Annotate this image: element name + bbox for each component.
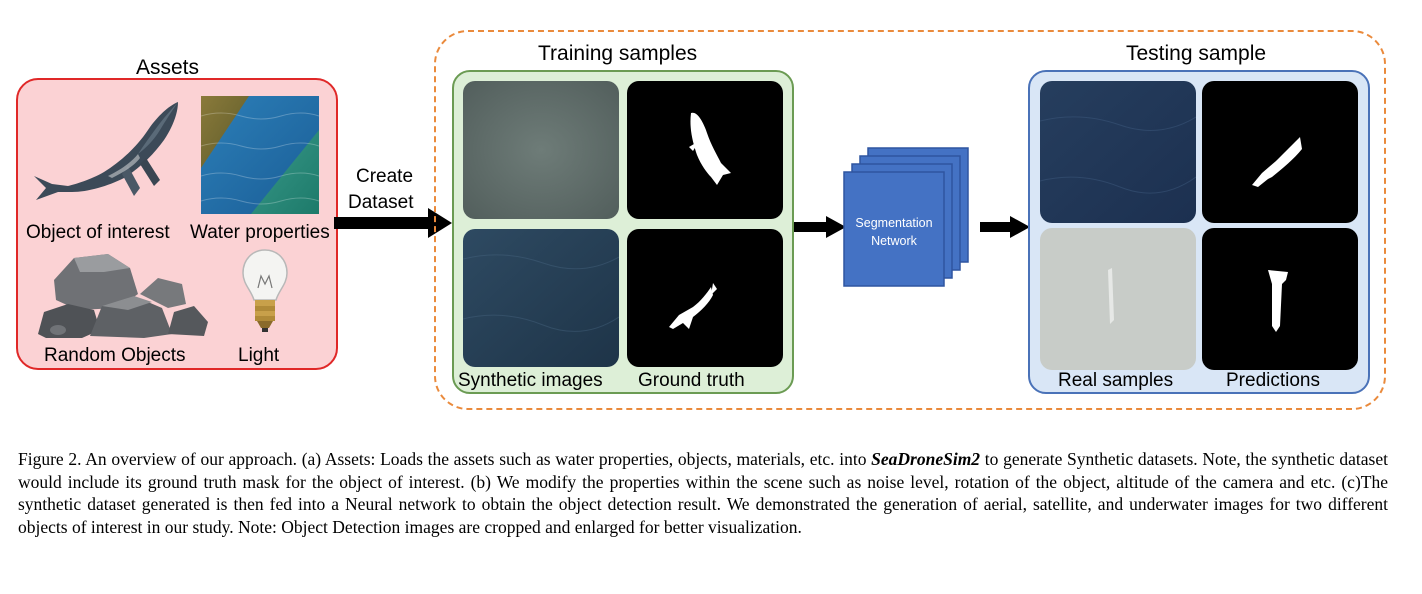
- testing-title: Testing sample: [1126, 42, 1267, 65]
- network-label-1: Segmentation: [855, 216, 933, 230]
- water-properties-image: [201, 96, 319, 214]
- to-network-arrow: [794, 216, 846, 238]
- figure-caption: Figure 2. An overview of our approach. (…: [18, 448, 1388, 538]
- water-properties-label: Water properties: [190, 222, 330, 243]
- prediction-2: [1202, 228, 1358, 370]
- whale-image: [34, 102, 178, 200]
- random-objects-label: Random Objects: [44, 345, 186, 366]
- object-of-interest-label: Object of interest: [26, 222, 170, 243]
- synthetic-image-2: [463, 229, 619, 367]
- pipeline-frame: [434, 30, 1386, 410]
- caption-emphasis: SeaDroneSim2: [871, 449, 981, 469]
- training-title: Training samples: [538, 42, 698, 65]
- predictions-label: Predictions: [1226, 370, 1320, 391]
- to-testing-arrow: [980, 216, 1030, 238]
- predicted-mask-1: [1252, 137, 1302, 187]
- predicted-mask-2: [1268, 270, 1288, 332]
- caption-part-1: Figure 2. An overview of our approach. (…: [18, 449, 872, 469]
- real-sample-1: [1040, 81, 1196, 223]
- whale-mask-2: [669, 287, 713, 329]
- assets-title: Assets: [136, 56, 200, 79]
- network-label-2: Network: [871, 234, 917, 248]
- light-label: Light: [238, 345, 280, 366]
- prediction-1: [1202, 81, 1358, 223]
- ground-truth-label: Ground truth: [638, 370, 745, 391]
- whale-mask-1: [690, 112, 731, 185]
- light-bulb-image: [242, 249, 288, 332]
- network-block: Segmentation Network: [842, 146, 972, 288]
- ground-truth-2: [627, 229, 783, 367]
- real-sample-2: [1040, 228, 1196, 370]
- create-label: Create: [356, 166, 414, 187]
- caption-part-2: to generate Synthetic datasets. Note, th…: [18, 449, 1388, 537]
- real-samples-label: Real samples: [1058, 370, 1174, 391]
- rocks-image: [38, 254, 208, 338]
- ground-truth-1: [627, 81, 783, 219]
- synthetic-image-1: [463, 81, 619, 219]
- synthetic-images-label: Synthetic images: [458, 370, 603, 391]
- dataset-label: Dataset: [348, 192, 414, 213]
